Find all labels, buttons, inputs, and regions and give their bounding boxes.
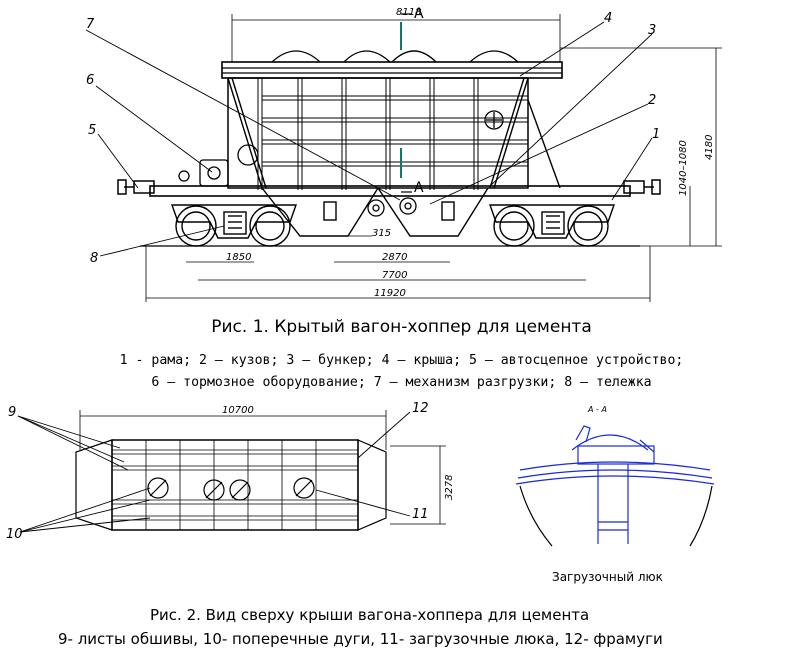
roof-hatch-2 xyxy=(343,50,391,63)
callout-2: 2 xyxy=(648,93,656,108)
dim-315: 315 xyxy=(372,228,391,239)
hand-wheel xyxy=(484,110,504,130)
figure1-legend: 1 - рама; 2 – кузов; 3 – бункер; 4 – кры… xyxy=(0,350,803,394)
loading-hatch-label: Загрузочный люк xyxy=(552,570,663,584)
coupler-left xyxy=(117,179,155,195)
brake-cylinder xyxy=(237,144,259,166)
coupler-right xyxy=(623,179,661,195)
callout-3: 3 xyxy=(648,23,656,38)
dim-7700: 7700 xyxy=(382,270,407,281)
callout-4: 4 xyxy=(604,11,612,26)
dim-1850: 1850 xyxy=(226,252,251,263)
unloading-wheel-1 xyxy=(367,199,385,217)
dim-10700: 10700 xyxy=(222,405,254,416)
callout-12: 12 xyxy=(412,401,429,416)
brake-equipment xyxy=(178,159,229,187)
roof xyxy=(221,61,563,79)
section-view-title: А - А xyxy=(587,405,607,414)
bogie-left xyxy=(171,204,297,247)
section-a-a-view xyxy=(515,425,715,547)
callout-10: 10 xyxy=(6,527,23,542)
dim-3278: 3278 xyxy=(444,475,455,500)
figure1-legend-line2: 6 – тормозное оборудование; 7 – механизм… xyxy=(151,375,652,390)
dimension-lines-fig1 xyxy=(145,14,722,302)
bogie-right xyxy=(489,204,615,247)
hoppers xyxy=(261,187,489,237)
callout-1: 1 xyxy=(652,127,660,142)
callout-7: 7 xyxy=(86,17,95,32)
figure1-legend-line1: 1 - рама; 2 – кузов; 3 – бункер; 4 – кры… xyxy=(119,353,684,368)
callout-5: 5 xyxy=(88,123,96,138)
roof-sheets xyxy=(112,449,358,521)
roof-panel xyxy=(111,439,359,531)
callout-9: 9 xyxy=(8,405,16,420)
callout-8: 8 xyxy=(90,251,98,266)
dim-4180: 4180 xyxy=(704,135,715,160)
end-frame-right xyxy=(357,439,387,531)
figure2-caption: Рис. 2. Вид сверху крыши вагона-хоппера … xyxy=(150,606,590,624)
loading-hatches-top xyxy=(147,477,315,501)
roof-hatch-1 xyxy=(271,50,321,63)
dim-2870: 2870 xyxy=(382,252,407,263)
car-body xyxy=(227,77,529,189)
dim-1040-1080: 1040–1080 xyxy=(678,140,689,196)
figure1-caption: Рис. 1. Крытый вагон-хоппер для цемента xyxy=(211,317,592,337)
body-panels xyxy=(262,95,528,167)
roof-hatch-3 xyxy=(391,50,437,63)
section-a-mark-top: А xyxy=(414,6,424,22)
frame xyxy=(149,185,631,197)
dimension-lines-fig2 xyxy=(79,410,446,525)
section-a-marker xyxy=(400,13,412,193)
cross-arcs xyxy=(145,440,317,530)
roof-hatch-4 xyxy=(469,50,519,63)
hopper-car-side-view xyxy=(117,50,661,247)
dim-11920: 11920 xyxy=(374,288,406,299)
unloading-wheel-2 xyxy=(399,197,417,215)
figure2-legend: 9- листы обшивы, 10- поперечные дуги, 11… xyxy=(58,630,663,648)
end-braces xyxy=(227,77,561,189)
section-a-mark-bottom: А xyxy=(414,180,424,196)
dim-8118: 8118 xyxy=(396,7,421,18)
callout-6: 6 xyxy=(86,73,94,88)
roof-top-view xyxy=(75,439,387,531)
leader-lines-fig1 xyxy=(85,21,653,257)
leader-lines-fig2 xyxy=(17,411,411,533)
body-stakes xyxy=(257,78,479,190)
callout-11: 11 xyxy=(412,507,429,522)
